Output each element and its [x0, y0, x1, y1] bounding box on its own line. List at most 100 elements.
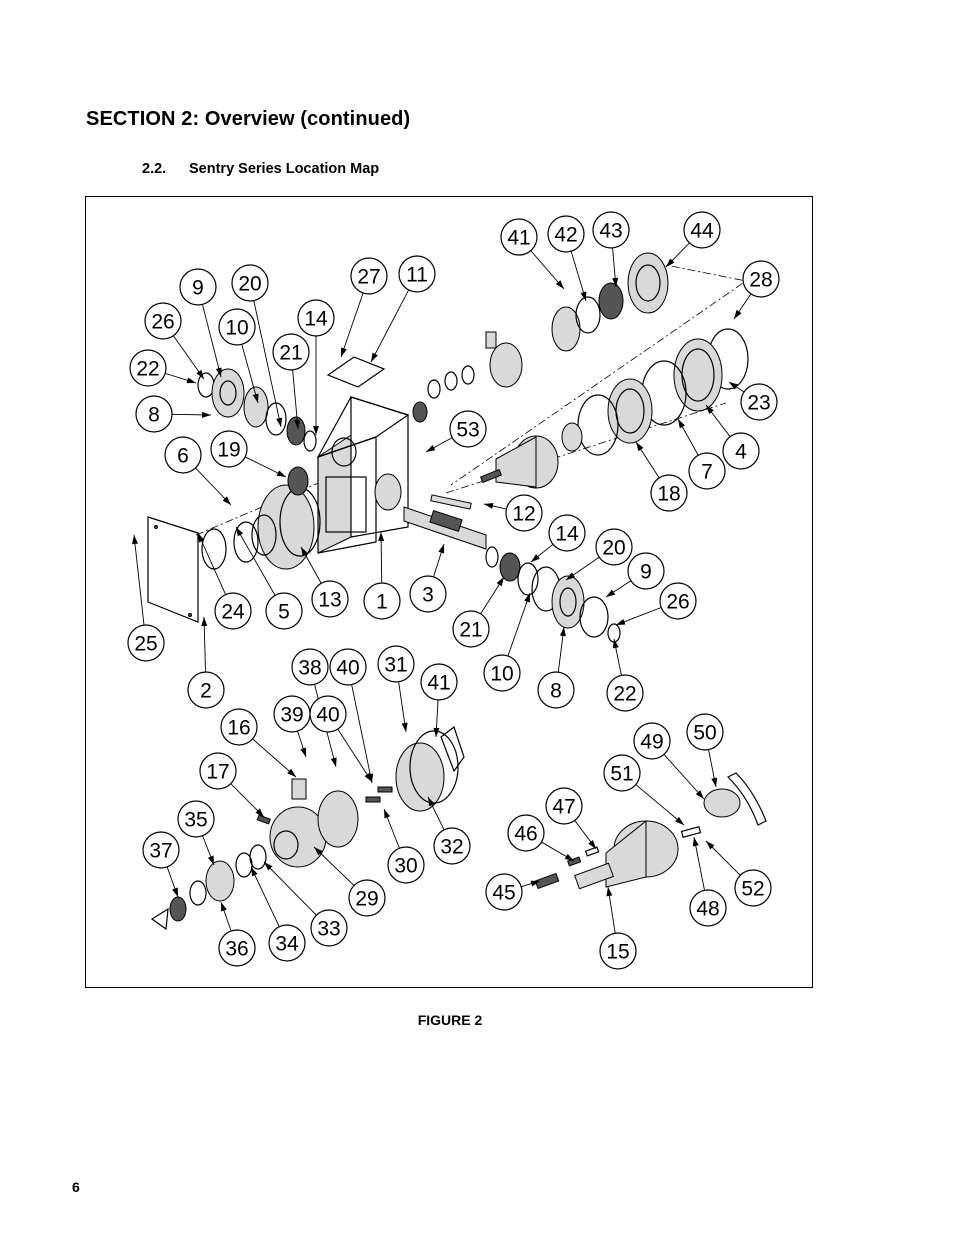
callout-circle [547, 215, 585, 253]
callout-arrowhead-29 [314, 847, 323, 856]
callout-number: 43 [599, 220, 622, 243]
callout-number: 14 [555, 523, 579, 546]
callout-number: 5 [278, 601, 290, 624]
part-callout-6: 6 [164, 436, 202, 474]
part-callout-10: 10 [483, 654, 521, 692]
part-callout-23: 23 [740, 383, 778, 421]
callout-circle [135, 395, 173, 433]
part-callout-32: 32 [433, 827, 471, 865]
part-callout-13: 13 [311, 580, 349, 618]
callout-arrowhead-9 [606, 589, 616, 597]
callout-arrowhead-32 [428, 797, 435, 807]
callout-number: 32 [440, 836, 463, 859]
callout-arrowhead-44 [666, 258, 675, 267]
callout-circle [688, 452, 726, 490]
part-callout-34: 34 [268, 924, 306, 962]
callout-number: 9 [192, 277, 204, 300]
part-callout-49: 49 [633, 722, 671, 760]
key [430, 494, 472, 510]
callout-number: 22 [136, 358, 159, 381]
callout-leader-20 [253, 300, 282, 428]
callout-arrowhead-36 [221, 902, 227, 912]
callout-arrowhead-49 [695, 790, 704, 799]
callout-leader-10 [241, 344, 259, 404]
callout-arrowhead-53 [426, 445, 436, 452]
callout-circle [537, 671, 575, 709]
callout-number: 37 [149, 840, 172, 863]
callout-number: 47 [552, 796, 575, 819]
callout-number: 7 [701, 461, 713, 484]
part-callout-51: 51 [603, 754, 641, 792]
callout-circle [268, 924, 306, 962]
callout-arrowhead-48 [692, 837, 699, 847]
callout-leader-33 [263, 861, 317, 916]
callout-circle [231, 264, 269, 302]
callout-circle [179, 268, 217, 306]
callout-circle [650, 474, 688, 512]
callout-circle [127, 624, 165, 662]
callout-circle [144, 302, 182, 340]
part-callout-21: 21 [452, 610, 490, 648]
callout-arrowhead-16 [287, 768, 296, 777]
callout-circle [627, 552, 665, 590]
callout-arrowhead-4 [706, 405, 714, 414]
callout-arrowhead-33 [264, 862, 273, 871]
callout-number: 8 [148, 404, 160, 427]
callout-circle [420, 663, 458, 701]
callout-arrowhead-42 [580, 291, 587, 301]
part-callout-26: 26 [144, 302, 182, 340]
callout-arrowhead-39 [300, 747, 307, 757]
part-callout-3: 3 [409, 575, 447, 613]
callout-number: 29 [355, 888, 378, 911]
callout-number: 50 [693, 722, 716, 745]
part-callout-46: 46 [507, 814, 545, 852]
callout-arrowhead-6 [222, 496, 231, 505]
part-callout-40: 40 [309, 695, 347, 733]
callout-arrowhead-51 [675, 816, 684, 825]
part-callout-14: 14 [548, 514, 586, 552]
part-callout-43: 43 [592, 211, 630, 249]
part-callout-27: 27 [350, 257, 388, 295]
callout-number: 41 [507, 227, 530, 250]
callout-number: 48 [696, 898, 719, 921]
callout-arrowhead-38 [330, 757, 337, 767]
part-callout-38: 38 [291, 648, 329, 686]
callout-leader-lines [132, 242, 752, 934]
gearbox-housing [316, 396, 410, 554]
callout-number: 26 [666, 591, 689, 614]
callout-circle [199, 752, 237, 790]
part-callout-22: 22 [129, 349, 167, 387]
callout-number: 45 [492, 882, 515, 905]
callout-circle [309, 695, 347, 733]
callout-arrowhead-1 [378, 532, 385, 542]
callout-arrowhead-5 [236, 527, 244, 537]
callout-circle [218, 308, 256, 346]
callout-circle [742, 260, 780, 298]
callout-leader-40 [351, 684, 373, 784]
callout-arrowhead-10 [524, 593, 530, 603]
callout-number: 14 [304, 308, 328, 331]
part-callout-42: 42 [547, 215, 585, 253]
callout-circle [592, 211, 630, 249]
part-callout-8: 8 [135, 395, 173, 433]
part-callout-39: 39 [273, 695, 311, 733]
part-callout-15: 15 [599, 932, 637, 970]
part-callout-12: 12 [505, 494, 543, 532]
callout-number: 19 [217, 439, 240, 462]
part-callout-47: 47 [545, 787, 583, 825]
callout-number: 16 [227, 717, 250, 740]
part-callout-9: 9 [627, 552, 665, 590]
section-title: SECTION 2: Overview (continued) [86, 108, 411, 130]
callout-leader-51 [635, 784, 685, 826]
callout-number: 24 [221, 601, 245, 624]
cover-plate [326, 356, 386, 388]
callout-circle [452, 610, 490, 648]
part-callout-37: 37 [142, 831, 180, 869]
callout-number: 44 [690, 220, 714, 243]
callout-arrowhead-17 [255, 808, 264, 817]
callout-number: 2 [200, 680, 212, 703]
callout-arrowhead-25 [132, 535, 138, 545]
callout-number: 10 [490, 663, 513, 686]
callout-circle [485, 873, 523, 911]
callout-arrowhead-7 [678, 419, 686, 429]
